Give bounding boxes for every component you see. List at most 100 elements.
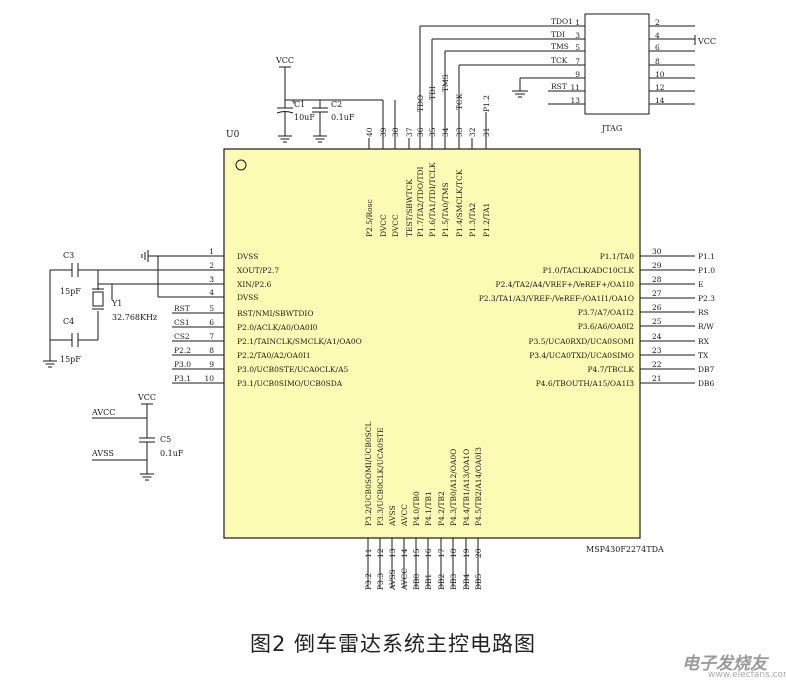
pin-number: 3 (209, 275, 214, 284)
pin-number: 7 (575, 57, 580, 66)
pin-number: 38 (391, 127, 400, 137)
pin-number: 23 (652, 346, 662, 355)
pin-number: 5 (575, 43, 580, 52)
net-label: DB5 (474, 573, 483, 590)
pin-name: P1.5/TA0/TMS (441, 182, 450, 237)
pin-number: 2 (655, 18, 660, 27)
pin-name: P1.4/SMCLK/TCK (455, 169, 464, 237)
net-label: AVSS (388, 569, 397, 591)
vcc-label: VCC (137, 393, 156, 402)
component-value: 32.768KHz (112, 313, 157, 322)
net-label: P1.0 (698, 266, 715, 275)
pin-number: 21 (652, 374, 662, 383)
pin-number: 27 (652, 289, 662, 298)
pin-number: 24 (652, 332, 662, 341)
pin-number: 6 (209, 318, 214, 327)
passive-components: VCC+C110uFC20.1uFC315pFC415pFY132.768KHz… (43, 56, 528, 481)
chip-designator: U0 (226, 130, 240, 140)
pin-number: 16 (424, 548, 433, 558)
pin-name: XOUT/P2.7 (237, 266, 279, 275)
pin-name: P2.3/TA1/A3/VREF-/VeREF-/OA1I1/OA1O (479, 294, 634, 303)
pin-name: P3.4/UCA0TXD/UCA0SIMO (529, 351, 634, 360)
watermark-logo: 电子发烧友 www.elecfans.com (680, 640, 786, 680)
component-ref: Y1 (111, 299, 122, 308)
pin-number: 1 (575, 18, 580, 27)
pin-number: 35 (428, 127, 437, 137)
pin-number: 36 (416, 127, 425, 137)
vcc-label: VCC (697, 37, 716, 46)
pin-name: AVSS (388, 505, 397, 527)
pin-number: 33 (455, 127, 464, 137)
pin-number: 30 (652, 247, 662, 256)
pin-number: 8 (655, 57, 660, 66)
pin-number: 20 (474, 548, 483, 558)
jtag-designator: JTAG (601, 124, 622, 133)
net-label: AVSS (91, 449, 114, 458)
net-label: DB7 (698, 365, 715, 374)
pin-number: 22 (652, 360, 662, 369)
pin-number: 14 (655, 96, 665, 105)
jtag-connector: JTAG1TDO13TDI5TMS7TCK911RST132468101214V… (548, 13, 716, 133)
pin-number: 6 (655, 43, 660, 52)
pin-number: 40 (365, 127, 374, 137)
component-value: 0.1uF (160, 449, 184, 458)
pin-number: 26 (652, 303, 662, 312)
pin-number: 25 (652, 317, 662, 326)
pin-name: P2.4/TA2/A4/VREF+/VeREF+/OA1I0 (496, 280, 635, 289)
pin-name: P1.7/TA2/TDO/TDI (416, 166, 425, 237)
crystal-icon (92, 291, 104, 307)
static-wiring (49, 25, 585, 468)
component-ref: C1 (294, 100, 305, 109)
net-label: RST (551, 82, 567, 91)
net-label: E (698, 280, 703, 289)
pin-number: 7 (209, 332, 214, 341)
net-label: P3.2 (364, 573, 373, 590)
pin-name: P1.2/TA1 (482, 203, 491, 237)
vcc-label: VCC (275, 56, 294, 65)
pin-number: 19 (462, 548, 471, 558)
pin-name: P1.0/TACLK/ADC10CLK (543, 266, 635, 275)
pin-number: 34 (441, 127, 450, 137)
pin-number: 5 (209, 304, 214, 313)
net-label: TX (698, 351, 709, 360)
pin-number: 10 (655, 70, 665, 79)
net-label: DB4 (462, 573, 471, 590)
net-label: P1.1 (698, 252, 715, 261)
net-label: TDO1 (551, 17, 573, 26)
watermark-url: www.elecfans.com (708, 670, 786, 680)
pin-number: 13 (388, 548, 397, 558)
net-label: RST (174, 304, 190, 313)
net-label: RS (698, 308, 709, 317)
pin-name: P4.1/TB1 (424, 491, 433, 526)
net-label: P3.3 (376, 573, 385, 590)
pin-name: P3.7/A7/OA1I2 (578, 308, 635, 317)
pin-name: P3.3/UCB0CLK/UCA0STE (376, 427, 385, 526)
polarity-label: + (291, 98, 297, 106)
pin-name: AVCC (400, 504, 409, 527)
pin-number: 14 (400, 548, 409, 558)
pin-number: 9 (575, 70, 580, 79)
pin-number: 11 (364, 548, 373, 558)
pin-number: 10 (204, 374, 214, 383)
pin-name: P3.5/UCA0RXD/UCA0SOMI (529, 337, 634, 346)
pin-number: 28 (652, 275, 662, 284)
pin-number: 4 (209, 288, 214, 297)
pin-number: 12 (655, 83, 665, 92)
pin-name: P3.0/UCB0STE/UCA0CLK/A5 (237, 365, 348, 374)
pin-name: P2.0/ACLK/A0/OA0I0 (237, 323, 318, 332)
net-label: R/W (698, 322, 714, 331)
pin-number: 4 (655, 31, 660, 40)
pin-name: P4.7/TBCLK (588, 365, 635, 374)
net-label: DB1 (424, 574, 433, 590)
net-label: TMS (441, 74, 450, 92)
pin-number: 9 (209, 360, 214, 369)
pin-number: 8 (209, 346, 214, 355)
net-label: TMS (551, 42, 569, 51)
net-label: TCK (551, 56, 568, 65)
pin-number: 11 (570, 83, 580, 92)
pin-number: 39 (379, 127, 388, 137)
pin-name: P1.6/TA1/TDI/TCLK (428, 162, 437, 237)
pin-name: TEST/SBWTCK (405, 179, 414, 237)
mcu-body (223, 148, 641, 539)
pin-name: P1.3/TA2 (468, 202, 477, 237)
